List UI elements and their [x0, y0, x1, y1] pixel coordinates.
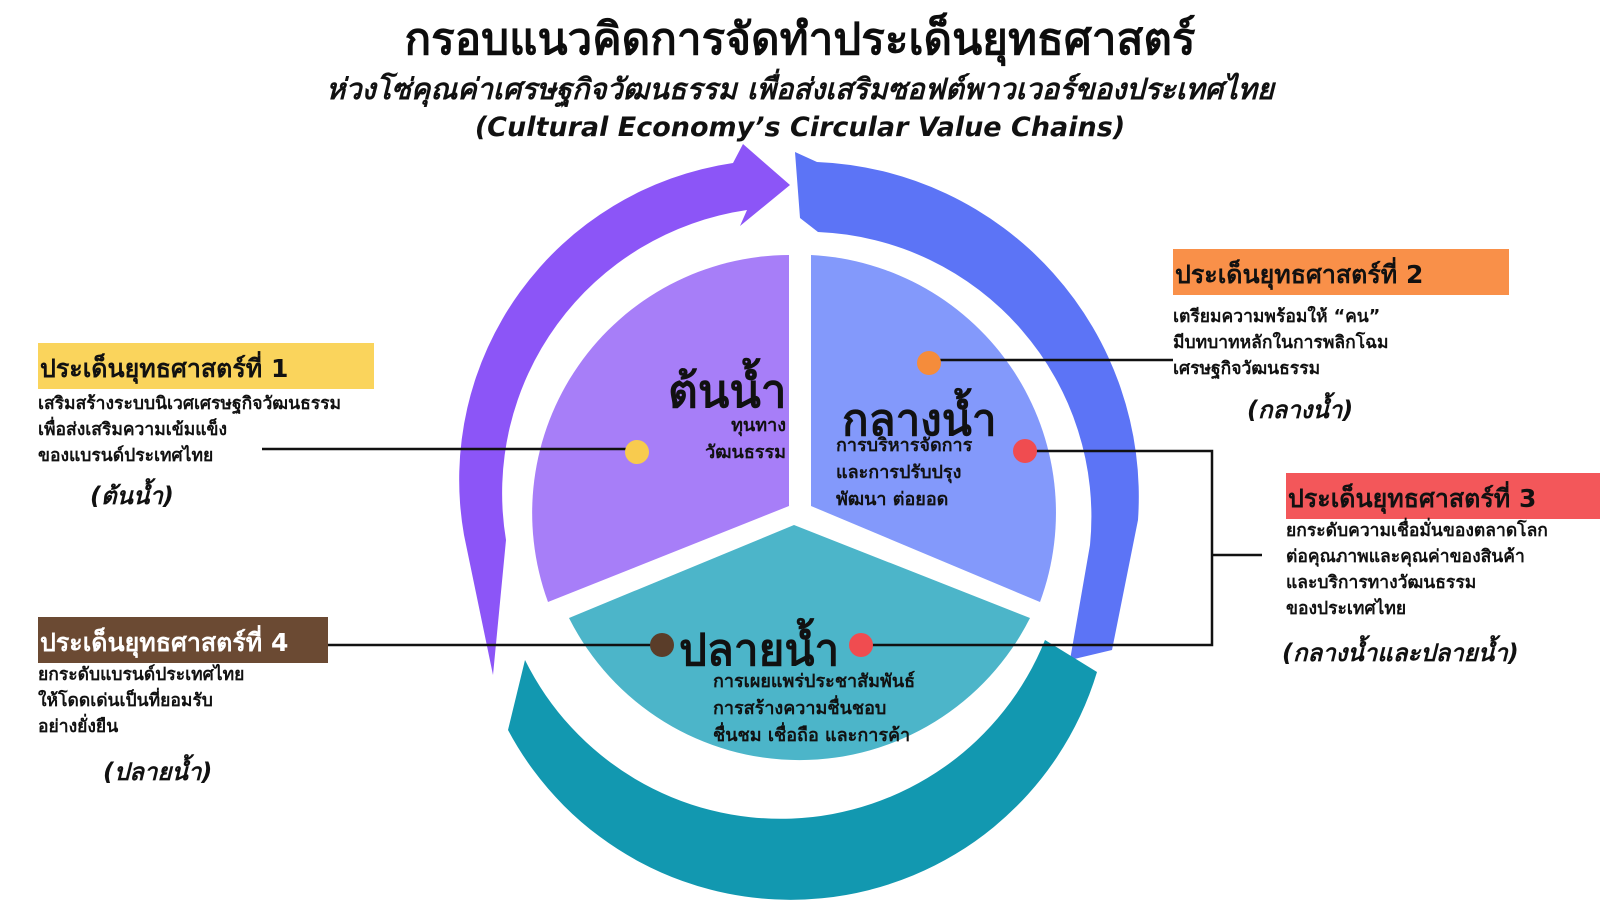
page-subtitle-english: (Cultural Economy’s Circular Value Chain…: [474, 112, 1126, 143]
downstream-desc-line: การสร้างความชื่นชอบ: [713, 698, 887, 719]
strategy-1-badge: ประเด็นยุทธศาสตร์ที่ 1: [38, 343, 374, 389]
upstream-desc: ทุนทาง วัฒนธรรม: [686, 412, 786, 466]
strategy-4-desc-line: ให้โดดเด่นเป็นที่ยอมรับ: [38, 691, 213, 711]
midstream-desc: การบริหารจัดการ และการปรับปรุง พัฒนา ต่อ…: [836, 432, 972, 513]
downstream-title: ปลายน้ำ: [679, 625, 840, 676]
strategy-2-badge: ประเด็นยุทธศาสตร์ที่ 2: [1173, 249, 1509, 295]
strategy-4-tag: (ปลายน้ำ): [103, 758, 213, 786]
ring-arrow-purple: [459, 144, 790, 675]
midstream-desc-line: และการปรับปรุง: [836, 462, 962, 483]
strategy-3-desc-line: ยกระดับความเชื่อมั่นของตลาดโลก: [1286, 521, 1548, 541]
strategy-3-badge: ประเด็นยุทธศาสตร์ที่ 3: [1286, 473, 1600, 519]
upstream-desc-line: วัฒนธรรม: [705, 442, 786, 463]
strategy-3-desc: ยกระดับความเชื่อมั่นของตลาดโลก ต่อคุณภาพ…: [1286, 518, 1548, 622]
strategy-4-badge: ประเด็นยุทธศาสตร์ที่ 4: [38, 617, 328, 663]
midstream-desc-line: พัฒนา ต่อยอด: [836, 489, 949, 510]
strategy-4-desc-line: อย่างยั่งยืน: [38, 717, 119, 737]
dot-strategy-2: [917, 351, 941, 375]
strategy-3-desc-line: ต่อคุณภาพและคุณค่าของสินค้า: [1286, 547, 1525, 567]
ring-arrow-blue: [795, 152, 1139, 660]
strategy-1-desc-line: ของแบรนด์ประเทศไทย: [38, 446, 214, 466]
strategy-4-desc: ยกระดับแบรนด์ประเทศไทย ให้โดดเด่นเป็นที่…: [38, 662, 244, 740]
strategy-2-desc-line: มีบทบาทหลักในการพลิกโฉม: [1173, 333, 1389, 353]
strategy-4-desc-line: ยกระดับแบรนด์ประเทศไทย: [38, 665, 245, 685]
strategy-3-desc-line: ของประเทศไทย: [1286, 599, 1407, 619]
downstream-desc-line: ชื่นชม เชื่อถือ และการค้า: [713, 725, 911, 746]
midstream-title: กลางน้ำ: [842, 395, 997, 446]
strategy-2-desc-line: เตรียมความพร้อมให้ “คน”: [1173, 307, 1381, 327]
strategy-2-desc: เตรียมความพร้อมให้ “คน” มีบทบาทหลักในการ…: [1173, 304, 1389, 382]
downstream-desc-line: การเผยแพร่ประชาสัมพันธ์: [713, 671, 916, 692]
strategy-1-desc: เสริมสร้างระบบนิเวศเศรษฐกิจวัฒนธรรม เพื่…: [38, 391, 341, 469]
connector-lines: [262, 358, 1262, 647]
downstream-desc: การเผยแพร่ประชาสัมพันธ์ การสร้างความชื่น…: [713, 668, 915, 749]
strategy-3-tag: (กลางน้ำและปลายน้ำ): [1282, 639, 1519, 667]
dot-strategy-3-midstream: [1013, 439, 1037, 463]
segment-upstream: [532, 255, 789, 602]
upstream-desc-line: ทุนทาง: [731, 415, 786, 436]
strategy-1-desc-line: เสริมสร้างระบบนิเวศเศรษฐกิจวัฒนธรรม: [38, 394, 342, 414]
page-subtitle: ห่วงโซ่คุณค่าเศรษฐกิจวัฒนธรรม เพื่อส่งเส…: [326, 72, 1274, 106]
segment-midstream: [811, 255, 1056, 602]
dot-strategy-3-downstream: [849, 633, 873, 657]
page-title: กรอบแนวคิดการจัดทำประเด็นยุทธศาสตร์: [404, 14, 1196, 65]
strategy-1-desc-line: เพื่อส่งเสริมความเข้มแข็ง: [38, 420, 228, 440]
upstream-title: ต้นน้ำ: [668, 364, 787, 418]
strategy-2-desc-line: เศรษฐกิจวัฒนธรรม: [1173, 359, 1321, 379]
ring-arrow-teal: [508, 640, 1097, 900]
strategy-2-tag: (กลางน้ำ): [1247, 396, 1354, 424]
dot-strategy-4: [650, 633, 674, 657]
midstream-desc-line: การบริหารจัดการ: [836, 435, 973, 456]
dot-strategy-1: [625, 440, 649, 464]
strategy-1-tag: (ต้นน้ำ): [90, 482, 174, 510]
strategy-3-desc-line: และบริการทางวัฒนธรรม: [1286, 573, 1477, 593]
connector-line-3: [871, 449, 1214, 647]
segment-downstream: [569, 525, 1030, 761]
